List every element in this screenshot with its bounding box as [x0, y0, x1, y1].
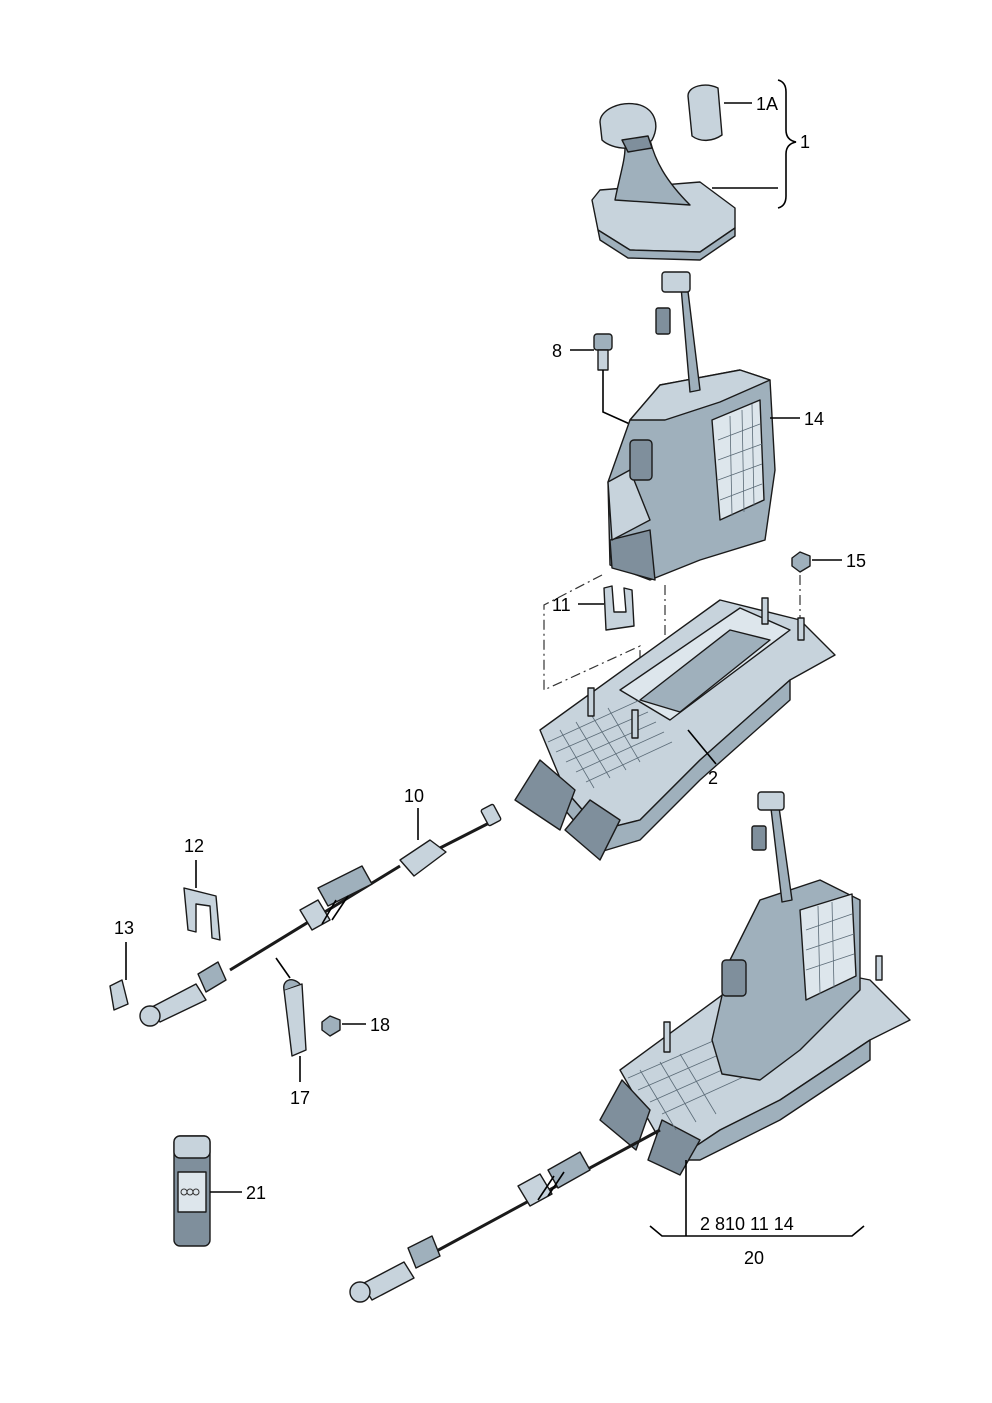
label-11: 11 — [552, 595, 571, 615]
shift-knob-with-boot — [591, 103, 736, 261]
label-15: 15 — [846, 551, 866, 571]
shift-knob-insert — [687, 84, 723, 142]
brace-20 — [649, 1225, 865, 1237]
bracket-part-17 — [283, 979, 307, 1057]
label-1a: 1A — [756, 94, 778, 114]
retainer-part-13 — [109, 979, 129, 1011]
label-2: 2 — [708, 768, 718, 788]
label-21: 21 — [246, 1183, 266, 1203]
complete-gearshift-assembly-part-20 — [349, 791, 911, 1303]
selector-mechanism-part-14 — [607, 271, 776, 581]
label-18: 18 — [370, 1015, 390, 1035]
housing-part-2 — [514, 597, 836, 861]
nut-part-18 — [321, 1015, 341, 1037]
clip-part-12 — [183, 887, 221, 941]
bolt-part-8 — [593, 333, 613, 371]
label-13: 13 — [114, 918, 134, 938]
label-17: 17 — [290, 1088, 310, 1108]
label-20: 20 — [744, 1248, 764, 1268]
label-10: 10 — [404, 786, 424, 806]
label-12: 12 — [184, 836, 204, 856]
cable-part-10 — [139, 803, 502, 1027]
label-8: 8 — [552, 341, 562, 361]
label-1: 1 — [800, 132, 810, 152]
brace-1 — [777, 79, 797, 209]
label-assembly-parts: 2 810 11 14 — [700, 1214, 794, 1234]
lubricant-can-part-21 — [173, 1135, 211, 1247]
clip-part-11 — [603, 585, 635, 631]
label-14: 14 — [804, 409, 824, 429]
nut-part-15 — [791, 551, 811, 573]
